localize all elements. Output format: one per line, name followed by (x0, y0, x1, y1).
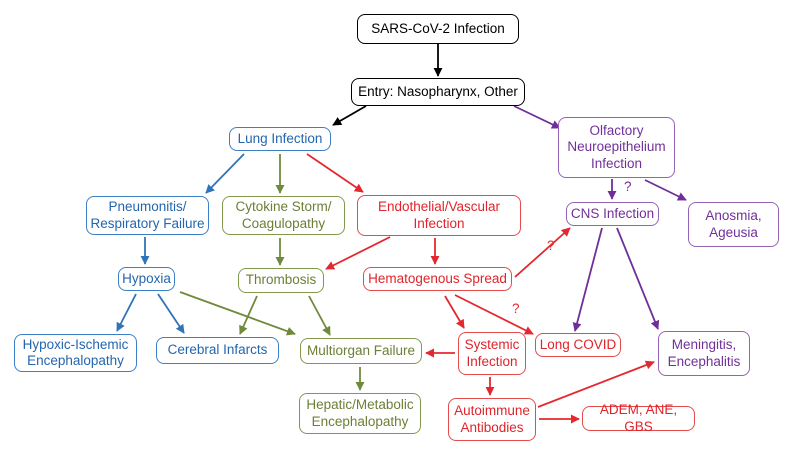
edge-entry-to-olfactory (513, 105, 561, 129)
node-systemic: Systemic Infection (458, 332, 526, 375)
node-sars: SARS-CoV-2 Infection (357, 14, 519, 44)
edge-olfactory-to-anosmia (644, 179, 687, 201)
edge-hypoxia-to-hie (116, 293, 137, 332)
edge-hematogenous-to-cns (514, 227, 571, 278)
node-anosmia: Anosmia, Ageusia (688, 202, 779, 247)
node-multiorgan: Multiorgan Failure (300, 338, 422, 364)
node-autoimmune: Autoimmune Antibodies (448, 398, 536, 441)
node-hypoxia: Hypoxia (118, 267, 175, 291)
edge-hypoxia-to-infarcts (157, 293, 185, 334)
edge-entry-to-lung (332, 105, 367, 126)
node-hematogenous: Hematogenous Spread (363, 267, 512, 291)
edge-thrombosis-to-multiorgan (308, 295, 331, 336)
node-infarcts: Cerebral Infarcts (156, 337, 279, 364)
edge-cns-to-meningitis (616, 227, 660, 330)
node-adem: ADEM, ANE, GBS (582, 402, 695, 434)
edge-label-hematogenous-to-longcovid: ? (512, 301, 520, 316)
node-pneumonitis: Pneumonitis/ Respiratory Failure (86, 196, 209, 235)
edge-lung-to-pneumonitis (205, 153, 245, 194)
node-entry: Entry: Nasopharynx, Other (351, 78, 525, 106)
edge-autoimmune-to-meningitis (537, 360, 655, 408)
edge-hypoxia-to-multiorgan (179, 291, 296, 336)
edge-label-hematogenous-to-cns: ? (547, 238, 555, 253)
node-cns: CNS Infection (566, 202, 659, 226)
node-longcovid: Long COVID (535, 333, 621, 357)
node-cytokine: Cytokine Storm/ Coagulopathy (222, 196, 345, 235)
edge-hematogenous-to-longcovid (454, 294, 534, 335)
node-olfactory: Olfactory Neuroepithelium Infection (558, 117, 675, 178)
edge-endothelial-to-thrombosis (325, 236, 391, 270)
edge-cns-to-longcovid (572, 227, 603, 332)
node-meningitis: Meningitis, Encephalitis (658, 331, 750, 376)
edge-label-olfactory-to-cns: ? (624, 179, 632, 194)
edge-lung-to-endothelial (306, 153, 364, 193)
node-lung: Lung Infection (229, 127, 331, 151)
node-hepatic: Hepatic/Metabolic Encephalopathy (299, 393, 421, 434)
edge-hematogenous-to-systemic (444, 295, 465, 329)
edge-thrombosis-to-infarcts (239, 295, 258, 335)
node-hie: Hypoxic-Ischemic Encephalopathy (14, 334, 137, 372)
node-thrombosis: Thrombosis (238, 268, 324, 293)
node-endothelial: Endothelial/Vascular Infection (357, 195, 521, 236)
